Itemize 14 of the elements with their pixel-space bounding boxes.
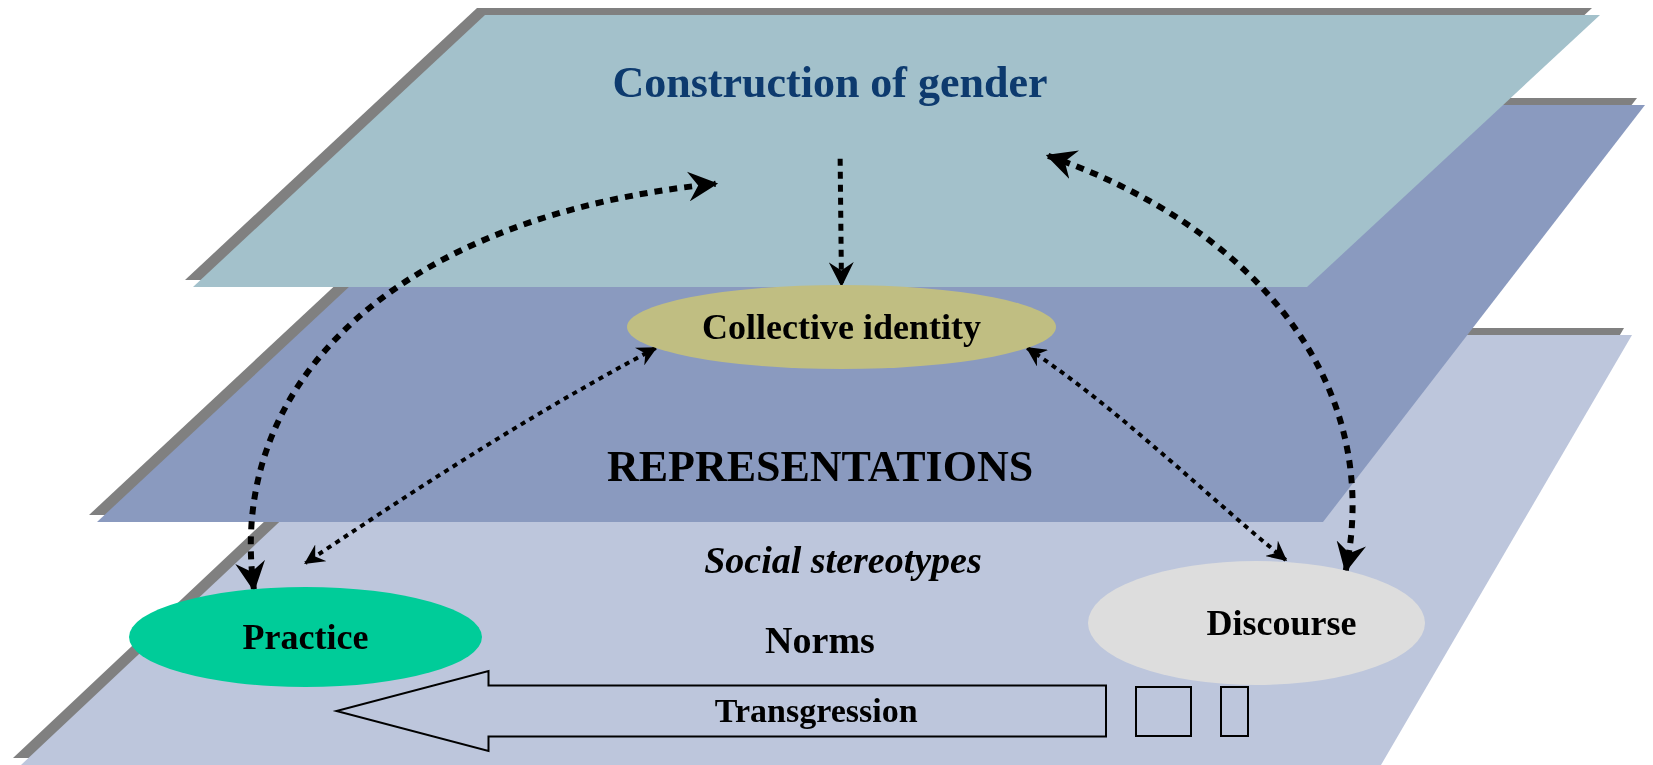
dotted-arrow <box>1045 151 1365 573</box>
dotted-arrow <box>237 172 719 592</box>
dotted-arrow <box>828 158 854 288</box>
layer-label: Social stereotypes <box>704 538 982 582</box>
empty-box <box>1135 686 1192 737</box>
edge-label: Transgression <box>714 692 918 730</box>
layer-label: Norms <box>765 618 875 662</box>
layer-plane <box>185 8 1600 287</box>
layer-label: REPRESENTATIONS <box>606 440 1034 492</box>
dotted-arrow <box>1025 346 1288 562</box>
dotted-arrow <box>304 346 658 565</box>
block-arrow <box>332 669 1107 753</box>
layer-label: Construction of gender <box>612 56 1048 108</box>
empty-box <box>1220 686 1249 737</box>
